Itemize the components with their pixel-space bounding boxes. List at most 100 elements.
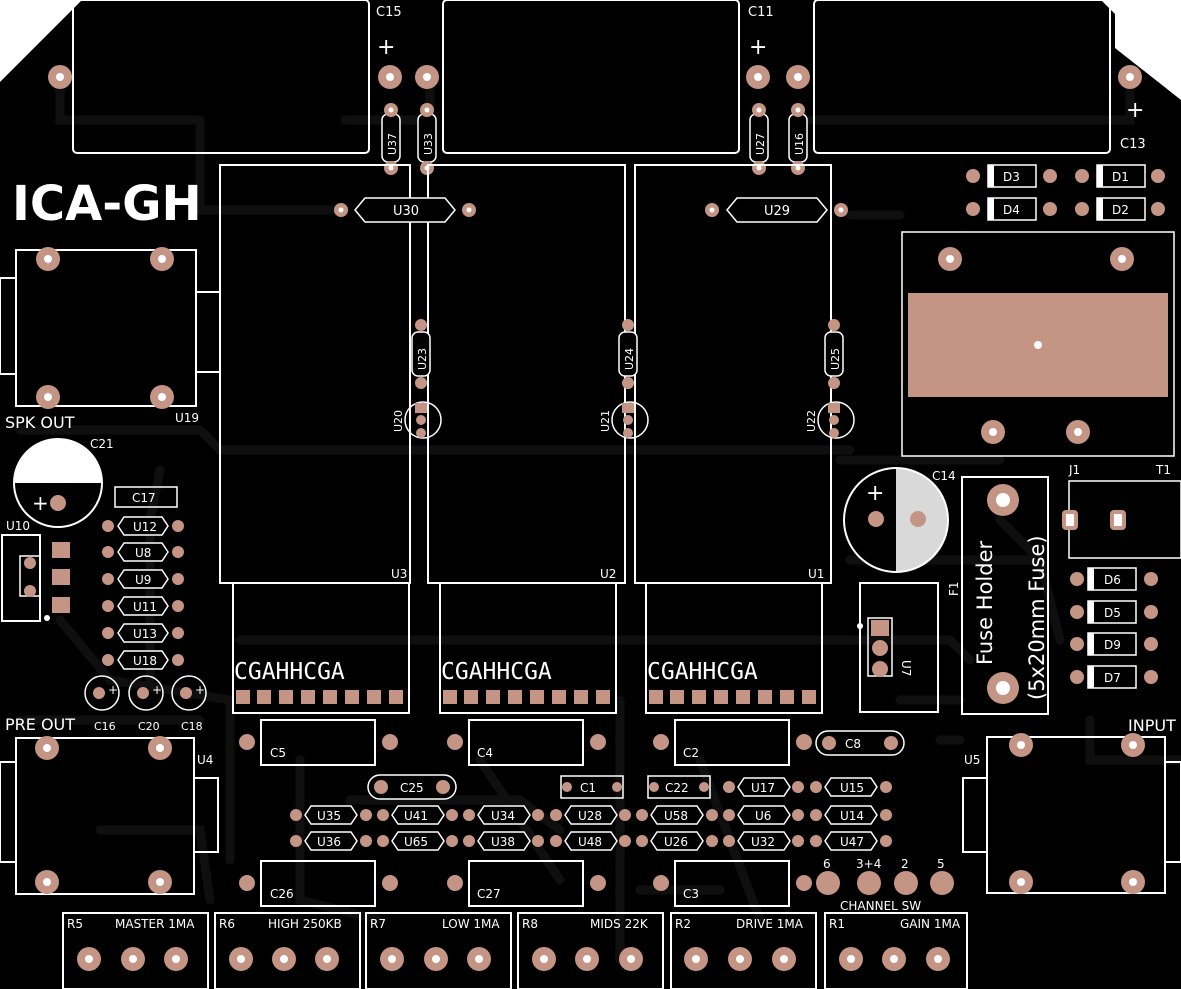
resistor-u24: U24 bbox=[618, 319, 638, 389]
label-c11: C11 bbox=[748, 5, 774, 20]
svg-text:C2: C2 bbox=[683, 746, 699, 760]
resistor-u9: U9 bbox=[102, 569, 184, 589]
svg-text:U34: U34 bbox=[491, 809, 515, 823]
svg-text:U28: U28 bbox=[578, 809, 602, 823]
svg-text:C20: C20 bbox=[138, 720, 160, 733]
svg-text:D9: D9 bbox=[1104, 638, 1121, 652]
svg-text:U36: U36 bbox=[317, 835, 341, 849]
resistor-u30: U30 bbox=[334, 197, 476, 223]
svg-text:C21: C21 bbox=[90, 437, 114, 451]
resistor-u32: U32 bbox=[723, 831, 804, 851]
resistor-u65: U65 bbox=[377, 831, 458, 851]
resistor-u58: U58 bbox=[636, 805, 718, 825]
svg-text:C17: C17 bbox=[132, 491, 156, 505]
resistor-u11: U11 bbox=[102, 596, 184, 616]
svg-text:U2: U2 bbox=[600, 567, 616, 581]
resistor-u8: U8 bbox=[102, 542, 184, 562]
svg-text:U16: U16 bbox=[793, 133, 806, 155]
regulator-u7: U7 bbox=[857, 582, 939, 713]
cap-c22: C22 bbox=[647, 775, 711, 799]
cap-c15: C15 + bbox=[48, 0, 402, 154]
svg-text:U7: U7 bbox=[899, 660, 913, 676]
svg-text:CGAHHCGA: CGAHHCGA bbox=[234, 659, 345, 685]
svg-text:C16: C16 bbox=[94, 720, 116, 733]
svg-text:U48: U48 bbox=[578, 835, 602, 849]
resistor-u26: U26 bbox=[636, 831, 718, 851]
svg-text:D7: D7 bbox=[1104, 671, 1121, 685]
jack-u4: PRE OUT U4 bbox=[0, 715, 219, 895]
svg-text:D5: D5 bbox=[1104, 606, 1121, 620]
svg-text:CHANNEL SW: CHANNEL SW bbox=[840, 899, 921, 913]
cap-c20: + C20 bbox=[128, 675, 164, 733]
svg-text:U26: U26 bbox=[664, 835, 688, 849]
svg-text:C3: C3 bbox=[683, 887, 699, 901]
diode-d9: D9 bbox=[1070, 632, 1158, 656]
diode-d4: D4 bbox=[966, 197, 1057, 221]
resistor-u47: U47 bbox=[810, 831, 892, 851]
transistor-u21: U21 bbox=[599, 401, 649, 439]
svg-text:U10: U10 bbox=[6, 519, 30, 533]
svg-text:6: 6 bbox=[823, 857, 831, 871]
svg-text:U32: U32 bbox=[751, 835, 775, 849]
cap-c11: C11 + bbox=[415, 0, 774, 154]
cap-c16: + C16 bbox=[84, 675, 120, 733]
svg-text:5: 5 bbox=[937, 857, 945, 871]
header-u3: CGAHHCGA bbox=[232, 582, 410, 714]
resistor-u48: U48 bbox=[550, 831, 631, 851]
resistor-u18: U18 bbox=[102, 650, 184, 670]
channel-switch: 6 3+4 2 5 CHANNEL SW bbox=[816, 857, 954, 913]
resistor-u28: U28 bbox=[550, 805, 631, 825]
cap-c26: C26 bbox=[239, 860, 398, 907]
svg-text:MIDS 22K: MIDS 22K bbox=[590, 917, 649, 931]
svg-text:U19: U19 bbox=[175, 411, 199, 425]
pot-r6: R6 HIGH 250KB bbox=[214, 912, 361, 989]
svg-text:Fuse Holder: Fuse Holder bbox=[973, 541, 997, 666]
svg-text:+: + bbox=[866, 481, 884, 506]
svg-text:2: 2 bbox=[901, 857, 909, 871]
svg-text:U5: U5 bbox=[964, 753, 980, 767]
pot-r2: R2 DRIVE 1MA bbox=[670, 912, 817, 989]
resistor-u36: U36 bbox=[290, 831, 372, 851]
svg-text:F1: F1 bbox=[947, 581, 961, 596]
resistor-u17: U17 bbox=[723, 777, 804, 797]
svg-text:U38: U38 bbox=[491, 835, 515, 849]
svg-text:T1: T1 bbox=[1155, 463, 1171, 477]
svg-text:U22: U22 bbox=[805, 410, 818, 432]
cap-c14: + C14 bbox=[843, 467, 956, 573]
cap-c21: + C21 bbox=[13, 437, 114, 528]
resistor-u29: U29 bbox=[705, 197, 848, 223]
svg-text:U11: U11 bbox=[133, 600, 157, 614]
svg-text:U15: U15 bbox=[840, 781, 864, 795]
diode-d5: D5 bbox=[1070, 600, 1158, 624]
svg-text:U21: U21 bbox=[599, 410, 612, 432]
svg-text:C26: C26 bbox=[270, 887, 294, 901]
resistor-u23: U23 bbox=[411, 319, 431, 389]
svg-text:C27: C27 bbox=[477, 887, 501, 901]
board-title: ICA-GH bbox=[12, 176, 202, 232]
diode-d7: D7 bbox=[1070, 665, 1158, 689]
svg-text:U18: U18 bbox=[133, 654, 157, 668]
diode-d6: D6 bbox=[1070, 567, 1158, 591]
pot-r8: R8 MIDS 22K bbox=[517, 912, 664, 989]
svg-text:+: + bbox=[32, 491, 49, 515]
cap-c18: + C18 bbox=[171, 675, 207, 733]
svg-text:LOW 1MA: LOW 1MA bbox=[442, 917, 500, 931]
transformer-t1: T1 bbox=[901, 231, 1175, 477]
svg-text:3+4: 3+4 bbox=[856, 857, 881, 871]
cap-c3: C3 bbox=[653, 860, 812, 907]
cap-c4: C4 bbox=[447, 719, 606, 766]
svg-text:R6: R6 bbox=[219, 917, 235, 931]
fuse-holder-f1: Fuse Holder (5x20mm Fuse) F1 bbox=[947, 476, 1049, 715]
cap-c2: C2 bbox=[653, 719, 812, 766]
svg-text:U3: U3 bbox=[391, 567, 407, 581]
svg-text:U58: U58 bbox=[664, 809, 688, 823]
svg-text:C22: C22 bbox=[665, 781, 689, 795]
resistor-u13: U13 bbox=[102, 623, 184, 643]
diode-d3: D3 bbox=[966, 164, 1057, 188]
cap-c25: C25 bbox=[367, 774, 457, 800]
resistor-u34: U34 bbox=[463, 805, 544, 825]
svg-text:CGAHHCGA: CGAHHCGA bbox=[647, 659, 758, 685]
resistor-u25: U25 bbox=[824, 319, 844, 389]
svg-text:D4: D4 bbox=[1003, 203, 1020, 217]
svg-text:R2: R2 bbox=[675, 917, 691, 931]
